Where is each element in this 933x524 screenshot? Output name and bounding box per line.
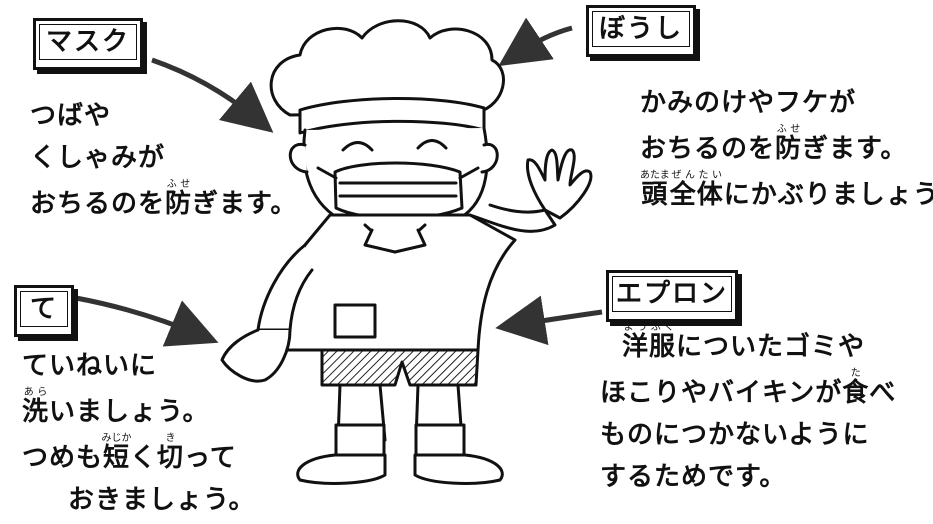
- apron-pocket: [333, 303, 377, 339]
- apron-description: 洋よう服ふくについたゴミや ほこりやバイキンが食たべ ものにつかないように する…: [600, 322, 897, 492]
- left-shoe: [296, 453, 387, 485]
- right-hand: [525, 148, 593, 220]
- right-shoe: [413, 453, 504, 485]
- face-mask: [333, 161, 464, 220]
- label-mask: マスク: [33, 18, 143, 70]
- label-hands: て: [14, 285, 74, 337]
- arrow-cap: [498, 17, 573, 67]
- shorts: [320, 348, 480, 387]
- cap-description: かみのけやフケが おちるのを防ふせぎます。 頭あたま全ぜん体たいにかぶりましょう…: [640, 88, 933, 210]
- chef-cap: [269, 19, 505, 117]
- hands-description: ていねいに 洗あらいましょう。 つめも短みじかく切きって おきましょう。: [22, 351, 256, 515]
- label-cap: ぼうし: [586, 5, 696, 57]
- arrow-apron: [495, 295, 603, 346]
- arrow-mask: [151, 57, 274, 133]
- left-hand: [220, 328, 292, 383]
- label-apron: エプロン: [606, 270, 738, 322]
- mask-description: つばや くしゃみが おちるのを防ふせぎます。: [30, 101, 298, 219]
- arrow-hands: [75, 295, 219, 347]
